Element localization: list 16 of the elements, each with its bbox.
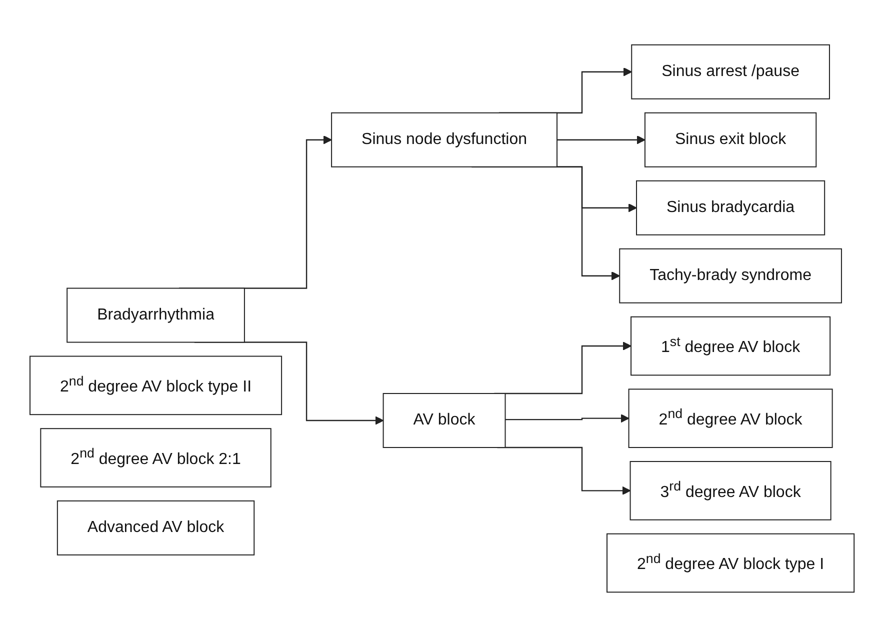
node-box: 2$^{nd}$ degree AV block type II	[30, 356, 282, 416]
node-box: Sinus bradycardia	[636, 180, 826, 236]
arrow	[557, 135, 646, 144]
node-box: Sinus exit block	[644, 112, 818, 168]
node-box: Sinus arrest /pause	[632, 44, 830, 100]
node-box: Tachy-brady syndrome	[620, 248, 842, 304]
node-box: AV block	[383, 393, 506, 448]
arrow	[506, 414, 630, 423]
node-box: 3$^{rd}$ degree AV block	[630, 461, 832, 520]
node-box: Advanced AV block	[57, 500, 256, 556]
node-box: 2$^{nd}$ degree AV block 2:1	[40, 428, 272, 488]
node-box: Bradyarrhythmia	[67, 288, 246, 343]
node-box: Sinus node dysfunction	[332, 112, 558, 168]
node-box: 2$^{nd}$ degree AV block	[628, 388, 834, 448]
node-box: 2$^{nd}$ degree AV block type I	[606, 533, 856, 593]
node-box: 1$^{st}$ degree AV block	[630, 316, 832, 376]
